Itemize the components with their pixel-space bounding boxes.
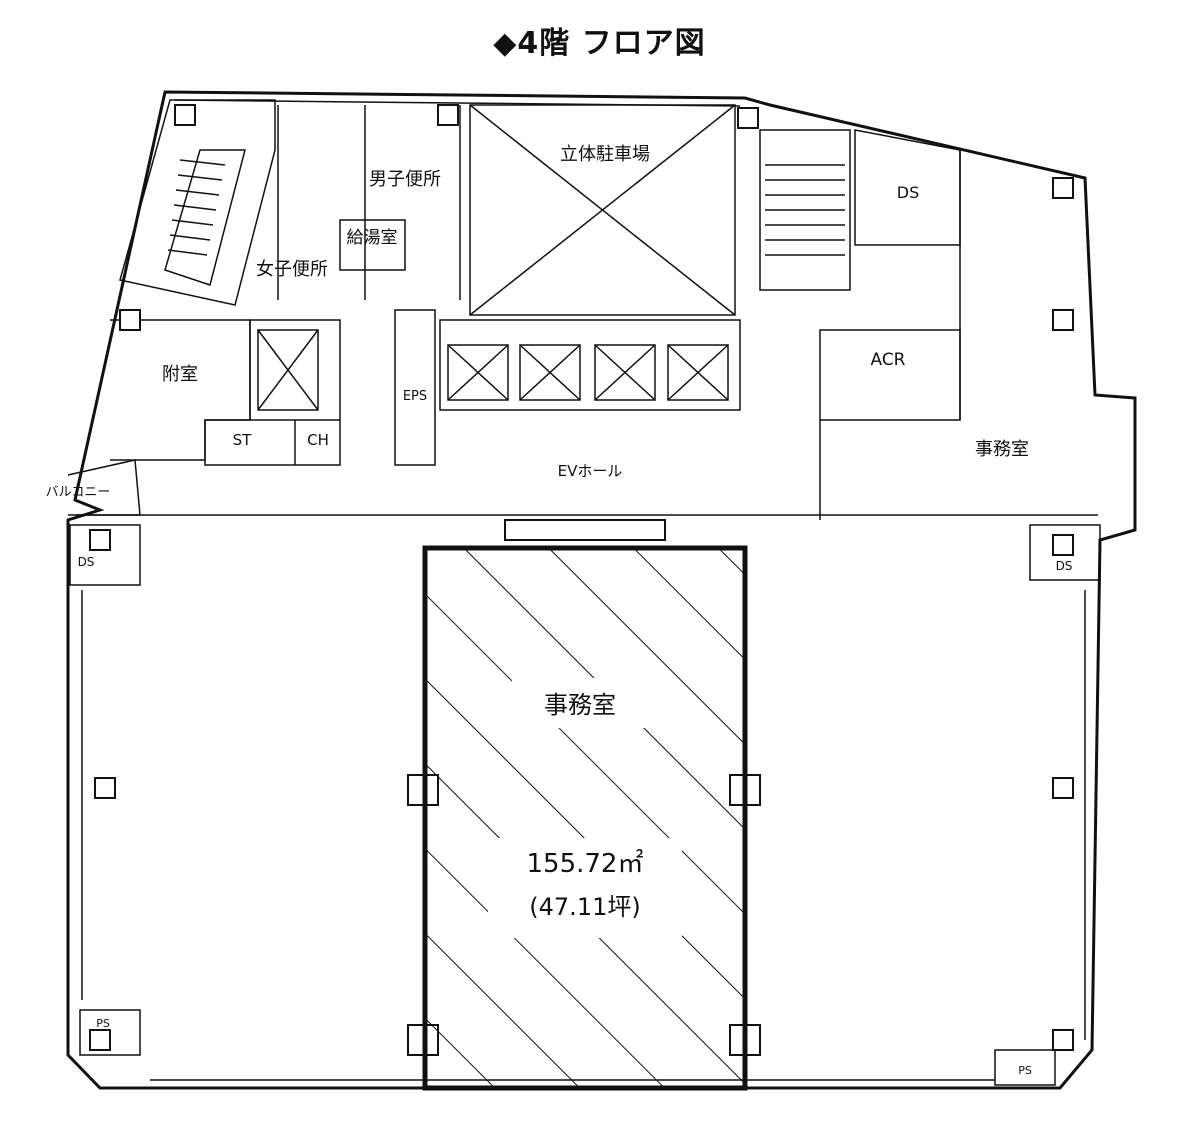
parking-block	[469, 104, 736, 316]
label-anteroom: 附室	[162, 364, 198, 385]
label-ev-hall: EVホール	[558, 462, 623, 480]
core-walls	[204, 105, 461, 466]
anteroom-wall	[110, 319, 251, 461]
leased-area	[422, 519, 748, 1091]
label-kitchenette: 給湯室	[347, 228, 398, 248]
label-ds-right: DS	[1056, 559, 1073, 573]
page-title: ◆4階 フロア図	[493, 26, 706, 61]
label-parking: 立体駐車場	[560, 144, 650, 165]
label-eps: EPS	[403, 389, 427, 404]
ds-left-box	[69, 524, 141, 586]
label-ps-right: PS	[1018, 1064, 1032, 1077]
area-sqm: 155.72㎡	[527, 849, 644, 879]
label-st: ST	[233, 431, 253, 449]
ps-left-box	[79, 1009, 141, 1056]
right-core	[759, 129, 961, 520]
label-ch: CH	[307, 431, 329, 449]
area-tsubo: (47.11坪)	[529, 893, 640, 921]
elevator-bank	[394, 309, 741, 466]
left-stair	[119, 99, 276, 306]
ps-right-box	[994, 1049, 1056, 1086]
label-ds-left: DS	[78, 555, 95, 569]
ds-right-box	[1029, 524, 1101, 581]
label-ds-top: DS	[897, 183, 919, 202]
label-office-right: 事務室	[975, 439, 1029, 460]
label-balcony: バルコニー	[46, 485, 111, 500]
label-office-main: 事務室	[544, 691, 616, 719]
label-womens-toilet: 女子便所	[256, 259, 328, 280]
balcony-outline	[67, 459, 141, 516]
label-ps-left: PS	[96, 1017, 110, 1030]
label-acr: ACR	[870, 350, 905, 370]
label-mens-toilet: 男子便所	[369, 169, 441, 190]
